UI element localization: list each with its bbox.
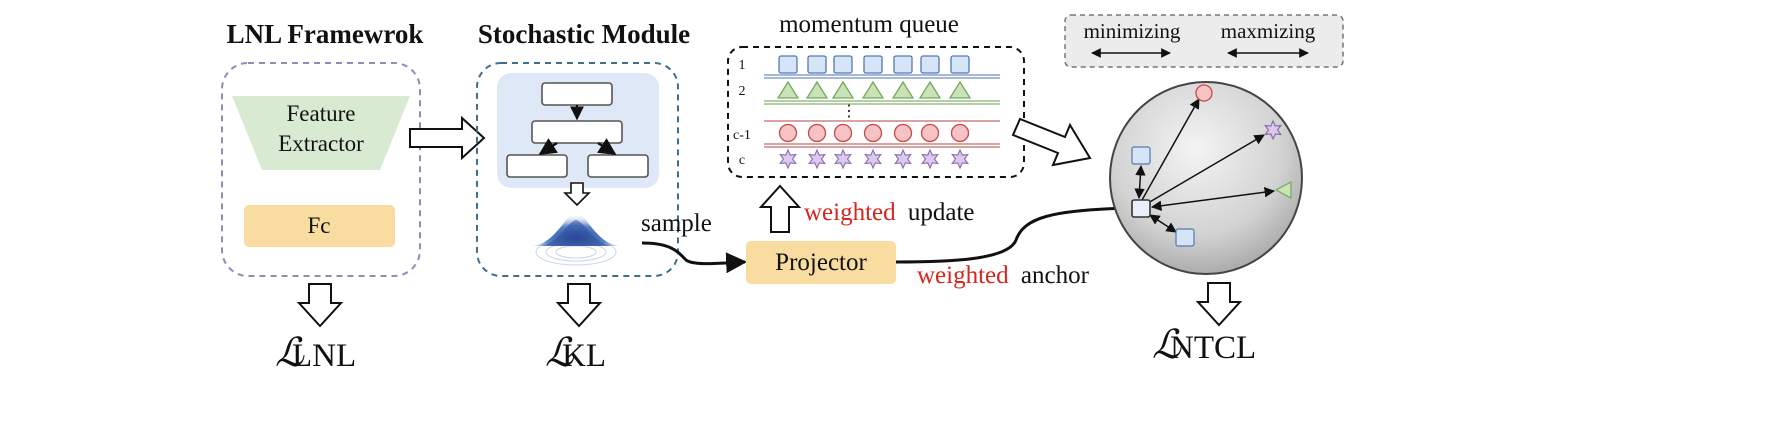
queue-row-label-c-1: c-1 <box>733 128 751 143</box>
projector-up-arrow-icon <box>758 184 802 233</box>
update-label-black: update <box>908 199 975 226</box>
queue-square-5 <box>893 55 913 74</box>
queue-triangle-4 <box>861 80 885 99</box>
embedding-sphere <box>1109 81 1303 275</box>
lnl-title: LNL Framewrok <box>227 19 424 49</box>
queue-row-ellipsis: ⋮ <box>841 103 857 120</box>
network-node-middle <box>531 120 623 144</box>
queue-triangle-5 <box>891 80 915 99</box>
sphere-circle-node <box>1195 84 1213 102</box>
momentum-queue-section: momentum queue 1 2 ⋮ c-1 c <box>727 11 1025 178</box>
queue-square-1 <box>778 55 798 74</box>
queue-triangle-1 <box>776 80 800 99</box>
sphere-anchor-square-node <box>1131 199 1151 218</box>
queue-row-label-c: c <box>739 153 745 168</box>
network-node-left <box>506 154 568 178</box>
sphere-arrow-to-circle <box>1141 98 1200 201</box>
stochastic-section: Stochastic Module ℒ KL <box>476 19 690 375</box>
lnl-loss-symbol: ℒ <box>275 330 305 375</box>
queue-triangle-2 <box>805 80 829 99</box>
sample-arrow <box>641 241 748 274</box>
anchor-label-red: weighted <box>917 262 1009 289</box>
anchor-label: weighted anchor <box>917 262 1090 289</box>
queue-star-3 <box>834 148 852 170</box>
feature-extractor-label-2: Extractor <box>278 131 364 156</box>
fc-block <box>244 205 395 247</box>
sphere-circle <box>1109 81 1303 275</box>
queue-triangle-3 <box>831 80 855 99</box>
feature-extractor-shape <box>232 96 410 170</box>
legend-maximizing-label: maxmizing <box>1221 19 1316 43</box>
queue-circle-3 <box>833 123 853 143</box>
projector-label: Projector <box>775 249 867 276</box>
lnl-down-arrow-icon <box>296 283 344 328</box>
queue-star-7 <box>951 148 969 170</box>
anchor-curve <box>895 206 1131 264</box>
queue-circle-2 <box>807 123 827 143</box>
queue-circle-5 <box>893 123 913 143</box>
queue-to-sphere-arrow-icon <box>1011 117 1092 167</box>
anchor-label-black: anchor <box>1021 262 1090 289</box>
queue-star-1 <box>779 148 797 170</box>
stochastic-title: Stochastic Module <box>478 19 690 49</box>
sphere-arrow-to-triangle <box>1150 187 1276 211</box>
ntcl-down-arrow-icon <box>1195 282 1243 327</box>
queue-title: momentum queue <box>779 11 959 38</box>
kl-loss-subscript: KL <box>562 338 606 374</box>
ntcl-loss-symbol: ℒ <box>1152 322 1182 367</box>
queue-circle-1 <box>778 123 798 143</box>
kl-loss-symbol: ℒ <box>545 330 575 375</box>
feature-extractor-label-1: Feature <box>287 101 356 126</box>
network-node-top <box>541 82 613 106</box>
ntcl-loss-subscript: NTCL <box>1170 330 1256 366</box>
projector-block <box>746 241 896 284</box>
queue-row-label-1: 1 <box>739 58 746 73</box>
queue-square-4 <box>863 55 883 74</box>
legend-minimizing-label: minimizing <box>1084 19 1181 43</box>
queue-square-7 <box>950 55 970 74</box>
lnl-section: LNL Framewrok Feature Extractor Fc ℒ LNL <box>221 19 424 375</box>
fc-label: Fc <box>308 213 331 238</box>
momentum-queue-box <box>727 46 1025 178</box>
sphere-star-node <box>1263 119 1283 141</box>
queue-row-label-2: 2 <box>739 84 746 99</box>
lnl-loss-subscript: LNL <box>292 338 356 374</box>
sphere-upper-square-node <box>1131 146 1151 165</box>
queue-star-5 <box>894 148 912 170</box>
lnl-framework-box <box>221 62 421 277</box>
sphere-triangle-node <box>1274 181 1292 199</box>
sphere-arrow-to-upper-square <box>1134 164 1146 200</box>
queue-star-4 <box>864 148 882 170</box>
queue-square-2 <box>807 55 827 74</box>
queue-triangle-6 <box>918 80 942 99</box>
network-node-right <box>587 154 649 178</box>
queue-shapes <box>776 55 972 170</box>
gaussian-distribution-icon <box>532 212 620 266</box>
kl-down-arrow-icon <box>555 283 603 328</box>
lnl-to-stochastic-arrow-icon <box>409 115 486 161</box>
queue-square-6 <box>920 55 940 74</box>
sphere-arrow-to-lower-square <box>1149 214 1177 233</box>
queue-star-6 <box>921 148 939 170</box>
sample-label: sample <box>641 210 712 237</box>
queue-star-2 <box>808 148 826 170</box>
update-label-red: weighted <box>804 199 896 226</box>
queue-square-3 <box>833 55 853 74</box>
queue-triangle-7 <box>948 80 972 99</box>
legend-box: minimizing maxmizing <box>1064 14 1344 68</box>
queue-circle-4 <box>863 123 883 143</box>
queue-circle-7 <box>950 123 970 143</box>
queue-circle-6 <box>920 123 940 143</box>
sphere-lower-square-node <box>1175 228 1195 247</box>
network-down-arrow-icon <box>563 182 591 207</box>
update-label: weighted update <box>804 199 975 226</box>
stochastic-module-box <box>476 62 679 277</box>
network-edge-middle-right <box>597 138 617 156</box>
network-edge-middle-left <box>538 138 558 156</box>
